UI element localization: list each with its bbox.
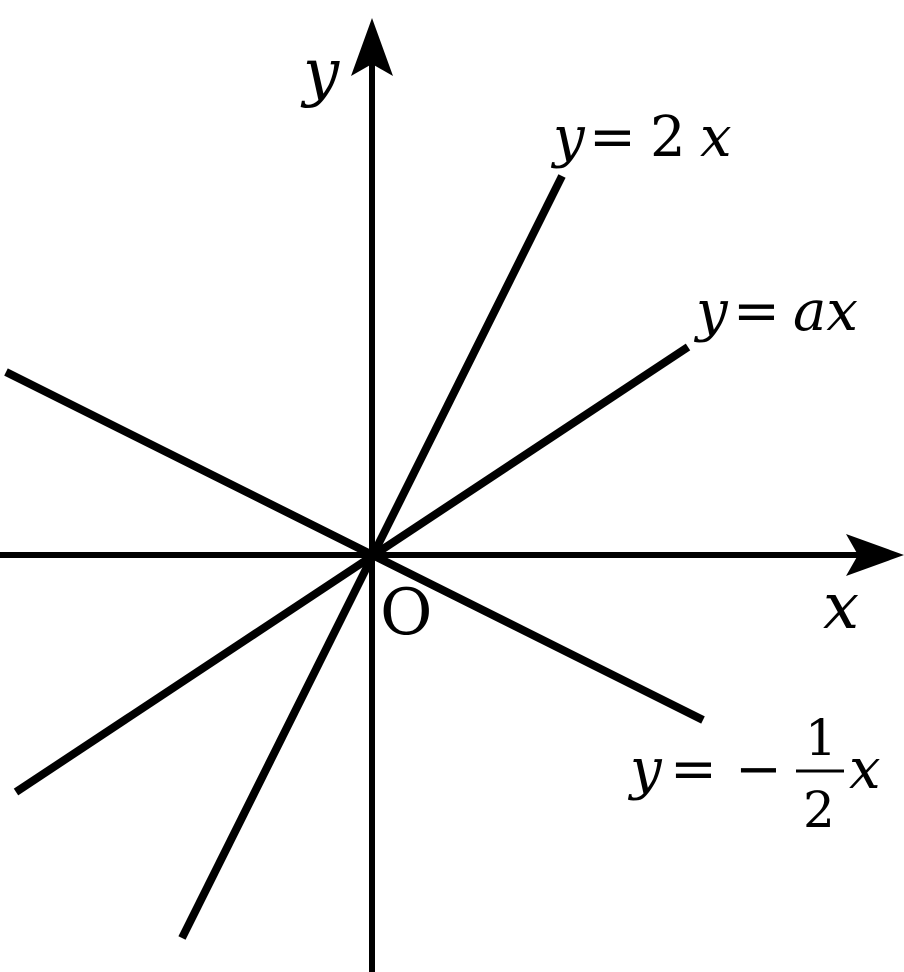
- y-axis-label: y: [300, 36, 340, 110]
- line-y-eq-neg-half-x: [4, 368, 705, 724]
- label-half-equals: =: [670, 737, 717, 802]
- label-half-minus: −: [735, 737, 782, 802]
- x-axis-arrowhead: [846, 534, 904, 576]
- label-half-denominator: 2: [803, 781, 835, 839]
- label-2x-coefficient: 2: [650, 105, 686, 170]
- x-axis-label: x: [823, 570, 859, 644]
- label-half-numerator: 1: [805, 709, 837, 767]
- y-axis: [351, 18, 393, 972]
- y-axis-arrowhead: [351, 18, 393, 76]
- label-2x-equals: =: [589, 105, 636, 170]
- x-axis: [0, 534, 904, 576]
- label-ax-rhs: ax: [793, 279, 858, 344]
- label-ax-equals: =: [733, 279, 780, 344]
- label-2x-variable: x: [700, 105, 732, 170]
- label-2x-lhs: y: [550, 105, 586, 170]
- label-y-eq-ax: y = ax: [693, 279, 858, 344]
- label-half-lhs: y: [627, 737, 663, 802]
- label-y-eq-neg-half-x: y = − 1 2 x: [627, 709, 881, 839]
- label-half-variable: x: [849, 737, 881, 802]
- label-ax-lhs: y: [693, 279, 729, 344]
- origin-label: O: [380, 576, 432, 650]
- line-y-eq-ax: [13, 343, 691, 796]
- label-y-eq-2x: y = 2 x: [550, 105, 732, 170]
